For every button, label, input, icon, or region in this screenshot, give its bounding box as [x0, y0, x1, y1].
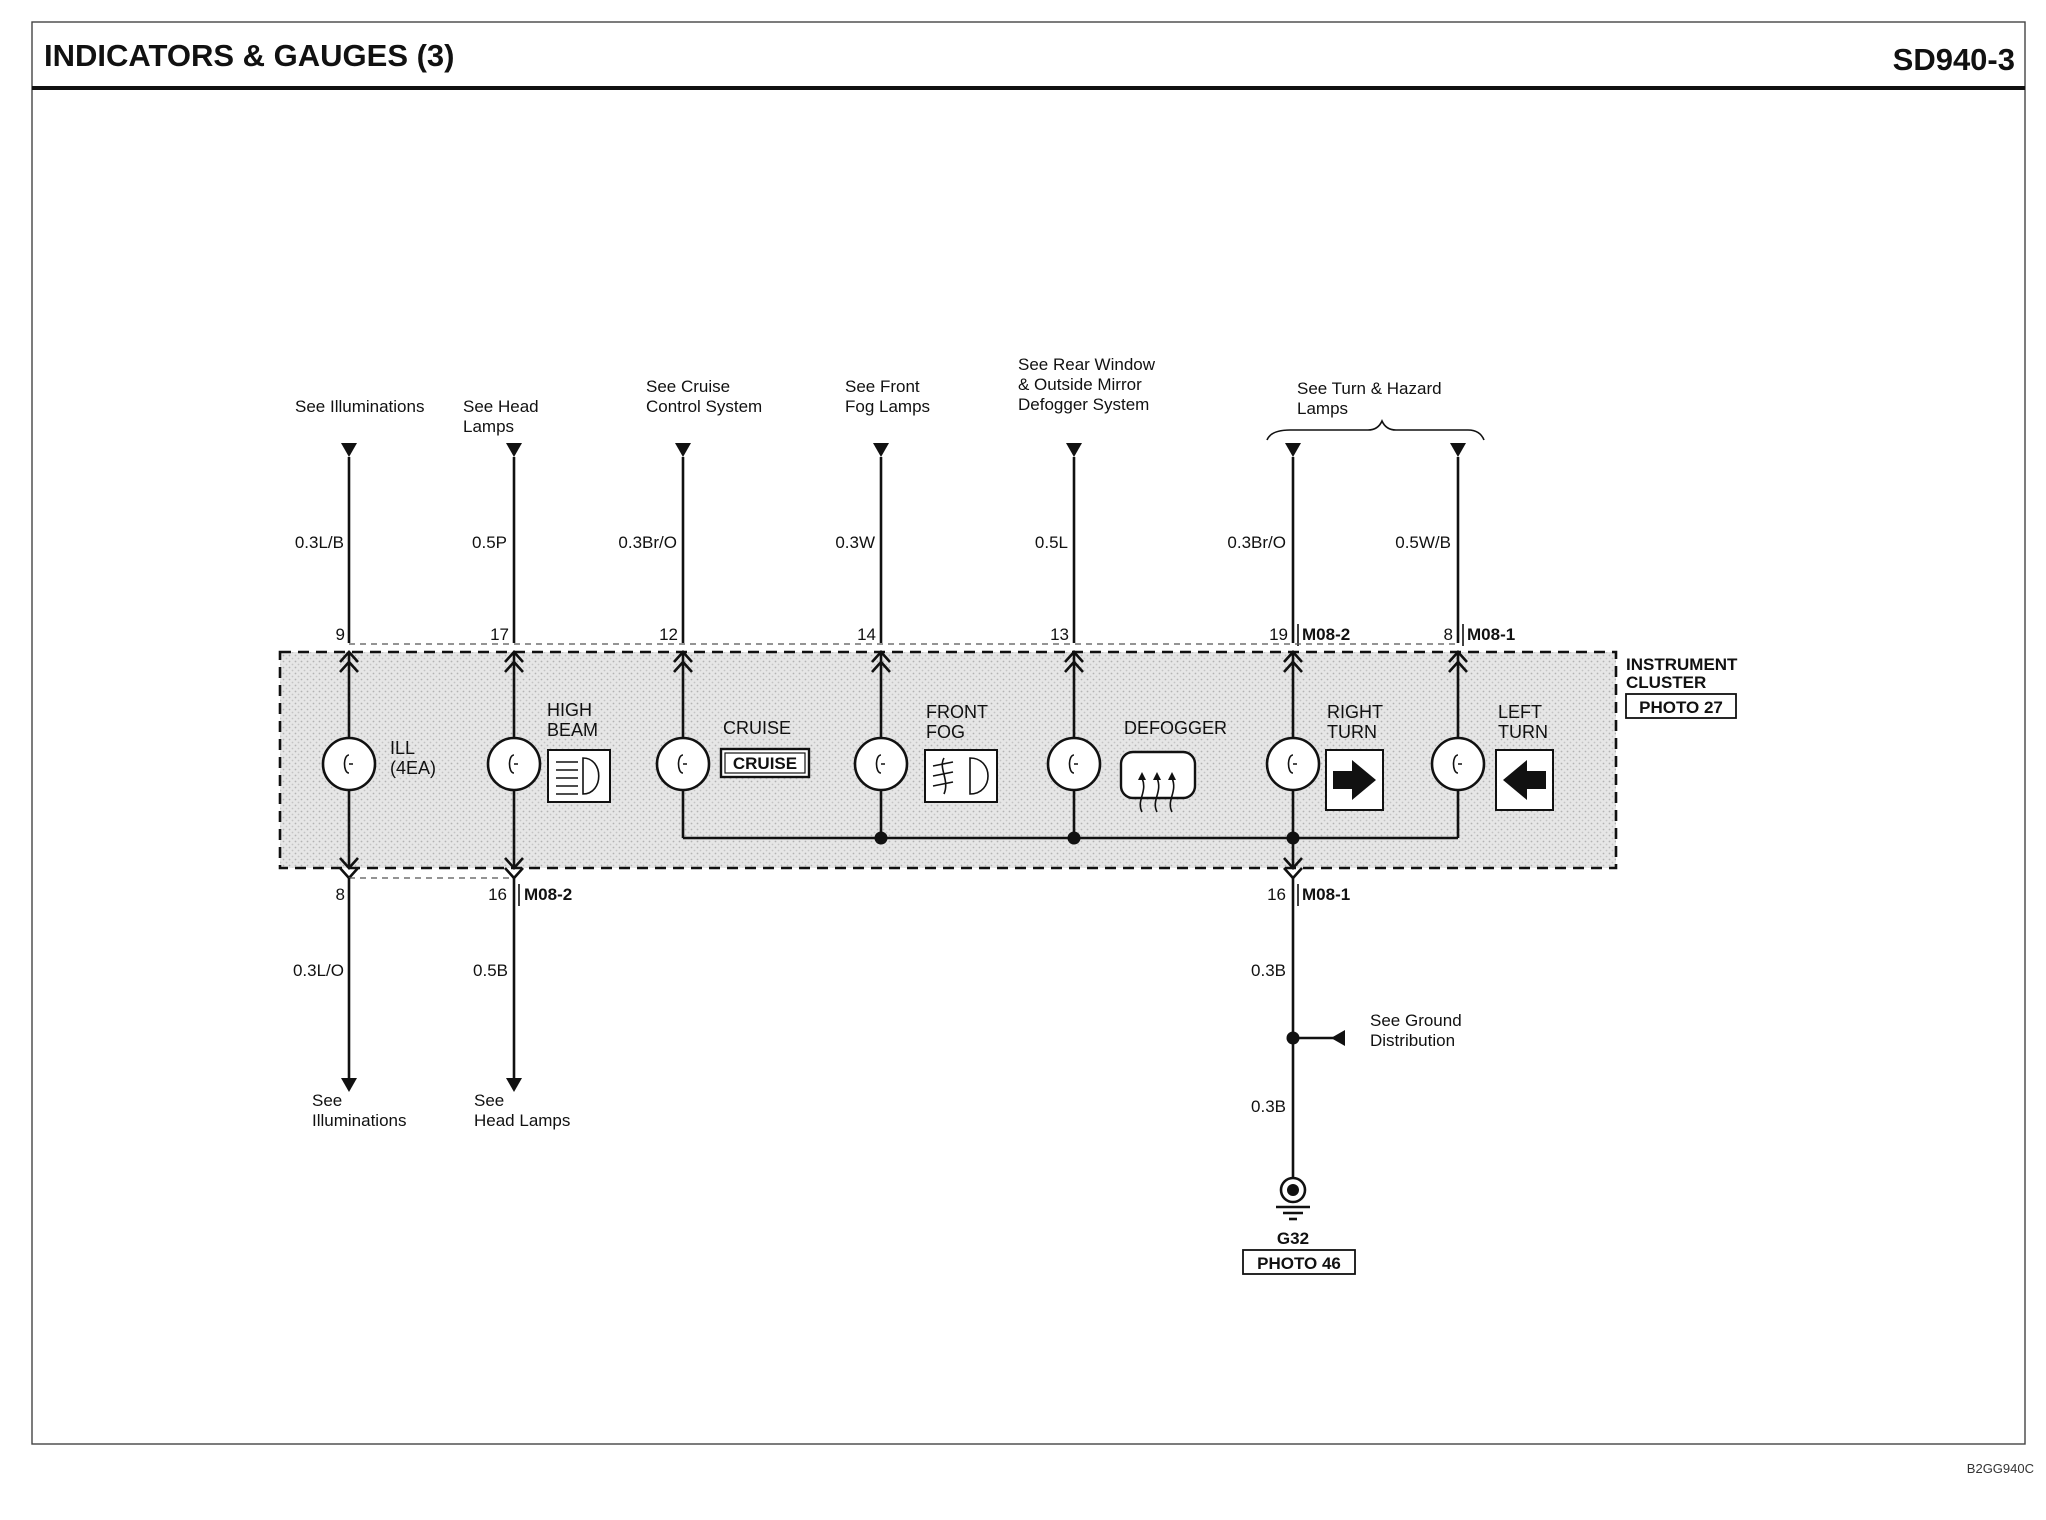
- ref-illuminations-bottom-1: See: [312, 1091, 342, 1110]
- connector-top-m08-2: M08-2: [1302, 625, 1350, 644]
- ref-cruise-2: Control System: [646, 397, 762, 416]
- wire-bottom-ill: 0.3L/O: [293, 961, 344, 980]
- ref-ground-dist-2: Distribution: [1370, 1031, 1455, 1050]
- ground-photo-box: [1242, 1249, 1356, 1275]
- arrow-head-top: [506, 443, 522, 457]
- wire-bottom-head: 0.5B: [473, 961, 508, 980]
- cluster-photo-ref: PHOTO 27: [1639, 698, 1723, 717]
- front-fog-icon: [924, 749, 998, 803]
- right-turn-label-2: TURN: [1327, 722, 1377, 742]
- left-arrow-icon: [1495, 749, 1554, 811]
- ref-illuminations-bottom-2: Illuminations: [312, 1111, 407, 1130]
- high-beam-bulb-icon: [486, 736, 542, 792]
- left-turn-label-1: LEFT: [1498, 702, 1542, 722]
- arrow-left-turn-top: [1450, 443, 1466, 457]
- front-fog-label-2: FOG: [926, 722, 965, 742]
- connector-bottom-m08-2: M08-2: [524, 885, 572, 904]
- wire-top-defog: 0.5L: [1035, 533, 1068, 552]
- high-beam-label-2: BEAM: [547, 720, 598, 740]
- pin-bottom-16-gnd: 16: [1267, 885, 1286, 904]
- top-wires: [341, 443, 1466, 643]
- ground-photo-ref: PHOTO 46: [1257, 1254, 1341, 1273]
- ref-head-lamps-bottom-1: See: [474, 1091, 504, 1110]
- defogger-bulb-icon: [1046, 736, 1102, 792]
- pin-bottom-16-head: 16: [488, 885, 507, 904]
- right-turn-label-1: RIGHT: [1327, 702, 1383, 722]
- pin-top-19: 19: [1269, 625, 1288, 644]
- wire-top-left-turn: 0.5W/B: [1395, 533, 1451, 552]
- wire-bottom-gnd-2: 0.3B: [1251, 1097, 1286, 1116]
- ref-fog-1: See Front: [845, 377, 920, 396]
- figure-code: B2GG940C: [1967, 1461, 2034, 1476]
- ref-defog-3: Defogger System: [1018, 395, 1149, 414]
- right-arrow-icon: [1325, 749, 1384, 811]
- high-beam-icon: [547, 749, 611, 803]
- pin-top-14: 14: [857, 625, 876, 644]
- page-code: SD940-3: [1893, 42, 2015, 77]
- cruise-badge-text: CRUISE: [733, 754, 797, 773]
- bottom-wires: [341, 878, 1345, 1178]
- wire-bottom-gnd-1: 0.3B: [1251, 961, 1286, 980]
- pin-top-8: 8: [1444, 625, 1453, 644]
- ref-turn-1: See Turn & Hazard: [1297, 379, 1442, 398]
- left-turn-bulb-icon: [1430, 736, 1486, 792]
- arrow-defog-top: [1066, 443, 1082, 457]
- ref-illuminations-top: See Illuminations: [295, 397, 424, 416]
- arrow-fog-top: [873, 443, 889, 457]
- cruise-bulb-icon: [655, 736, 711, 792]
- wire-top-head: 0.5P: [472, 533, 507, 552]
- wire-top-right-turn: 0.3Br/O: [1227, 533, 1286, 552]
- ill-label-1: ILL: [390, 738, 415, 758]
- front-fog-label-1: FRONT: [926, 702, 988, 722]
- cruise-label: CRUISE: [723, 718, 791, 738]
- bulbs: [321, 736, 1486, 792]
- ground-name: G32: [1277, 1229, 1309, 1248]
- cruise-badge-icon: CRUISE: [719, 747, 811, 779]
- defogger-label: DEFOGGER: [1124, 718, 1227, 738]
- cluster-photo-box: [1625, 693, 1737, 719]
- connector-bottom-m08-1: M08-1: [1302, 885, 1350, 904]
- pin-bottom-8: 8: [336, 885, 345, 904]
- front-fog-bulb-icon: [853, 736, 909, 792]
- ref-head-lamps-bottom-2: Head Lamps: [474, 1111, 570, 1130]
- arrow-right-turn-top: [1285, 443, 1301, 457]
- pin-top-12: 12: [659, 625, 678, 644]
- left-turn-label-2: TURN: [1498, 722, 1548, 742]
- ref-head-lamps-top-2: Lamps: [463, 417, 514, 436]
- cluster-label-2: CLUSTER: [1626, 673, 1706, 692]
- wire-top-cruise: 0.3Br/O: [618, 533, 677, 552]
- ref-cruise-1: See Cruise: [646, 377, 730, 396]
- pin-top-9: 9: [336, 625, 345, 644]
- wire-top-fog: 0.3W: [835, 533, 875, 552]
- cluster-wires: [347, 652, 1460, 868]
- ref-defog-2: & Outside Mirror: [1018, 375, 1142, 394]
- ill-bulb-icon: [321, 736, 377, 792]
- arrow-ill-top: [341, 443, 357, 457]
- arrow-cruise-top: [675, 443, 691, 457]
- ref-defog-1: See Rear Window: [1018, 355, 1156, 374]
- ground-icon: [1276, 1176, 1310, 1221]
- ref-head-lamps-top-1: See Head: [463, 397, 539, 416]
- turn-brace: [1266, 419, 1485, 441]
- ref-fog-2: Fog Lamps: [845, 397, 930, 416]
- ill-label-2: (4EA): [390, 758, 436, 778]
- right-turn-bulb-icon: [1265, 736, 1321, 792]
- pin-top-13: 13: [1050, 625, 1069, 644]
- pin-top-17: 17: [490, 625, 509, 644]
- cluster-label-1: INSTRUMENT: [1626, 655, 1738, 674]
- high-beam-label-1: HIGH: [547, 700, 592, 720]
- ref-turn-2: Lamps: [1297, 399, 1348, 418]
- page-frame: [31, 21, 2026, 1445]
- ref-ground-dist-1: See Ground: [1370, 1011, 1462, 1030]
- page-title: INDICATORS & GAUGES (3): [44, 38, 455, 73]
- wire-top-ill: 0.3L/B: [295, 533, 344, 552]
- connector-top-m08-1: M08-1: [1467, 625, 1515, 644]
- defogger-icon: [1119, 750, 1197, 813]
